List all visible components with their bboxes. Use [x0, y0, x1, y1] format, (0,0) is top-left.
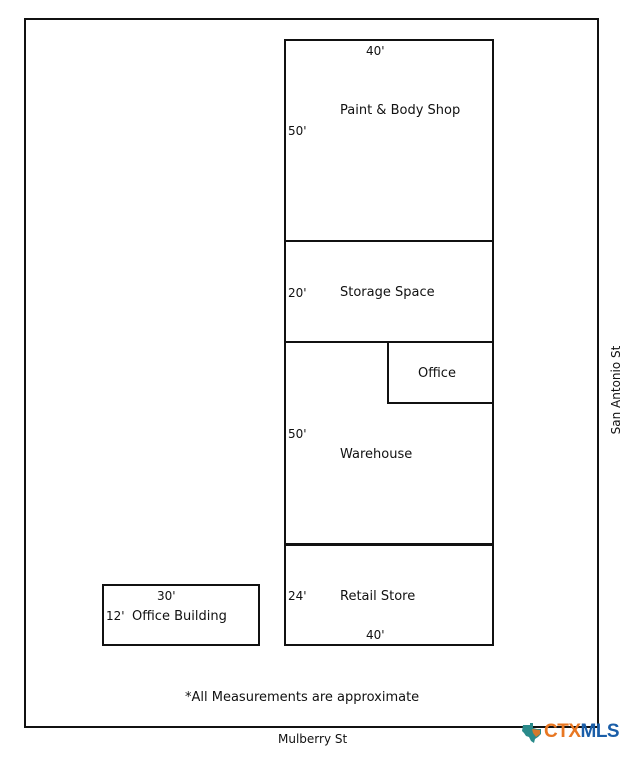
- logo-ctx-text: CTX: [544, 721, 581, 742]
- retail-depth-label: 24': [288, 589, 307, 603]
- warehouse-label: Warehouse: [340, 447, 413, 462]
- retail-store-label: Retail Store: [340, 589, 416, 604]
- retail-store-building: [284, 543, 494, 646]
- storage-depth-label: 20': [288, 286, 307, 300]
- mulberry-street-label: Mulberry St: [278, 732, 348, 746]
- office-room: [387, 341, 494, 404]
- warehouse-depth-label: 50': [288, 427, 307, 441]
- logo-text: CTXMLS: [544, 721, 620, 743]
- san-antonio-street-label: San Antonio St: [609, 345, 623, 435]
- storage-space-label: Storage Space: [340, 285, 435, 300]
- paint-body-width-label: 40': [366, 44, 385, 58]
- lot-boundary: [24, 18, 599, 728]
- paint-body-shop-label: Paint & Body Shop: [340, 103, 461, 118]
- paint-body-shop-building: [284, 39, 494, 242]
- office-building-width-label: 30': [157, 589, 176, 603]
- retail-width-label: 40': [366, 628, 385, 642]
- office-label: Office: [418, 366, 456, 381]
- office-building-depth-label: 12': [106, 609, 125, 623]
- paint-body-depth-label: 50': [288, 124, 307, 138]
- office-building-label: Office Building: [132, 609, 227, 624]
- ctxmls-logo: CTXMLS: [520, 720, 624, 744]
- texas-map-icon: [522, 723, 541, 743]
- office-building: [102, 584, 260, 646]
- measurement-note: *All Measurements are approximate: [185, 690, 420, 705]
- logo-mls-text: MLS: [580, 721, 620, 742]
